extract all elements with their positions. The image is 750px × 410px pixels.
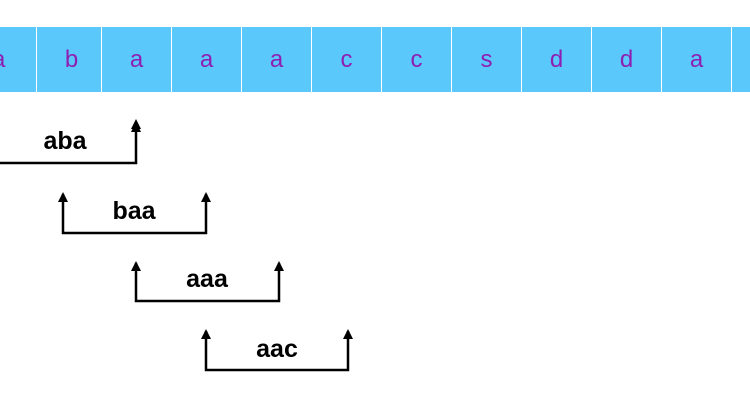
char-cell: s	[451, 27, 521, 92]
char-cell: a	[171, 27, 241, 92]
char-cell-label: c	[410, 45, 423, 73]
char-cell-label: d	[619, 45, 634, 73]
char-cell-label: a	[0, 46, 5, 74]
char-cell-label: a	[689, 45, 704, 73]
window-bracket	[201, 329, 353, 372]
char-cell: c	[381, 27, 451, 92]
arrow-head-icon	[343, 329, 353, 339]
char-cell-label: c	[340, 45, 353, 73]
char-cell: c	[311, 27, 381, 92]
char-cell-label: a	[199, 45, 214, 73]
char-cell: a	[661, 27, 731, 92]
window-label: aba	[43, 127, 87, 155]
window-bracket	[0, 119, 141, 165]
arrow-head-icon	[58, 192, 68, 202]
arrow-head-icon	[274, 261, 284, 271]
char-cell: a	[101, 27, 171, 92]
char-cell: a	[0, 27, 36, 92]
window-bracket	[131, 261, 284, 303]
char-cell-label: s	[480, 45, 493, 73]
char-cell: d	[521, 27, 591, 92]
arrow-head-icon	[131, 122, 141, 132]
window-label: aaa	[186, 265, 228, 293]
arrow-head-icon	[131, 261, 141, 271]
window-label: baa	[112, 197, 156, 225]
arrow-head-icon	[201, 192, 211, 202]
char-cell-label: d	[549, 45, 564, 73]
window-label: aac	[256, 335, 298, 363]
window-bracket	[58, 192, 211, 235]
char-cell	[731, 27, 750, 92]
character-array: a b a a a c c s d d a	[0, 27, 750, 92]
char-cell-label: a	[269, 45, 284, 73]
char-cell: d	[591, 27, 661, 92]
arrow-head-icon	[201, 329, 211, 339]
char-cell: b	[36, 27, 106, 92]
char-cell: a	[241, 27, 311, 92]
char-cell-label: a	[129, 45, 144, 73]
char-cell-label: b	[64, 45, 79, 73]
